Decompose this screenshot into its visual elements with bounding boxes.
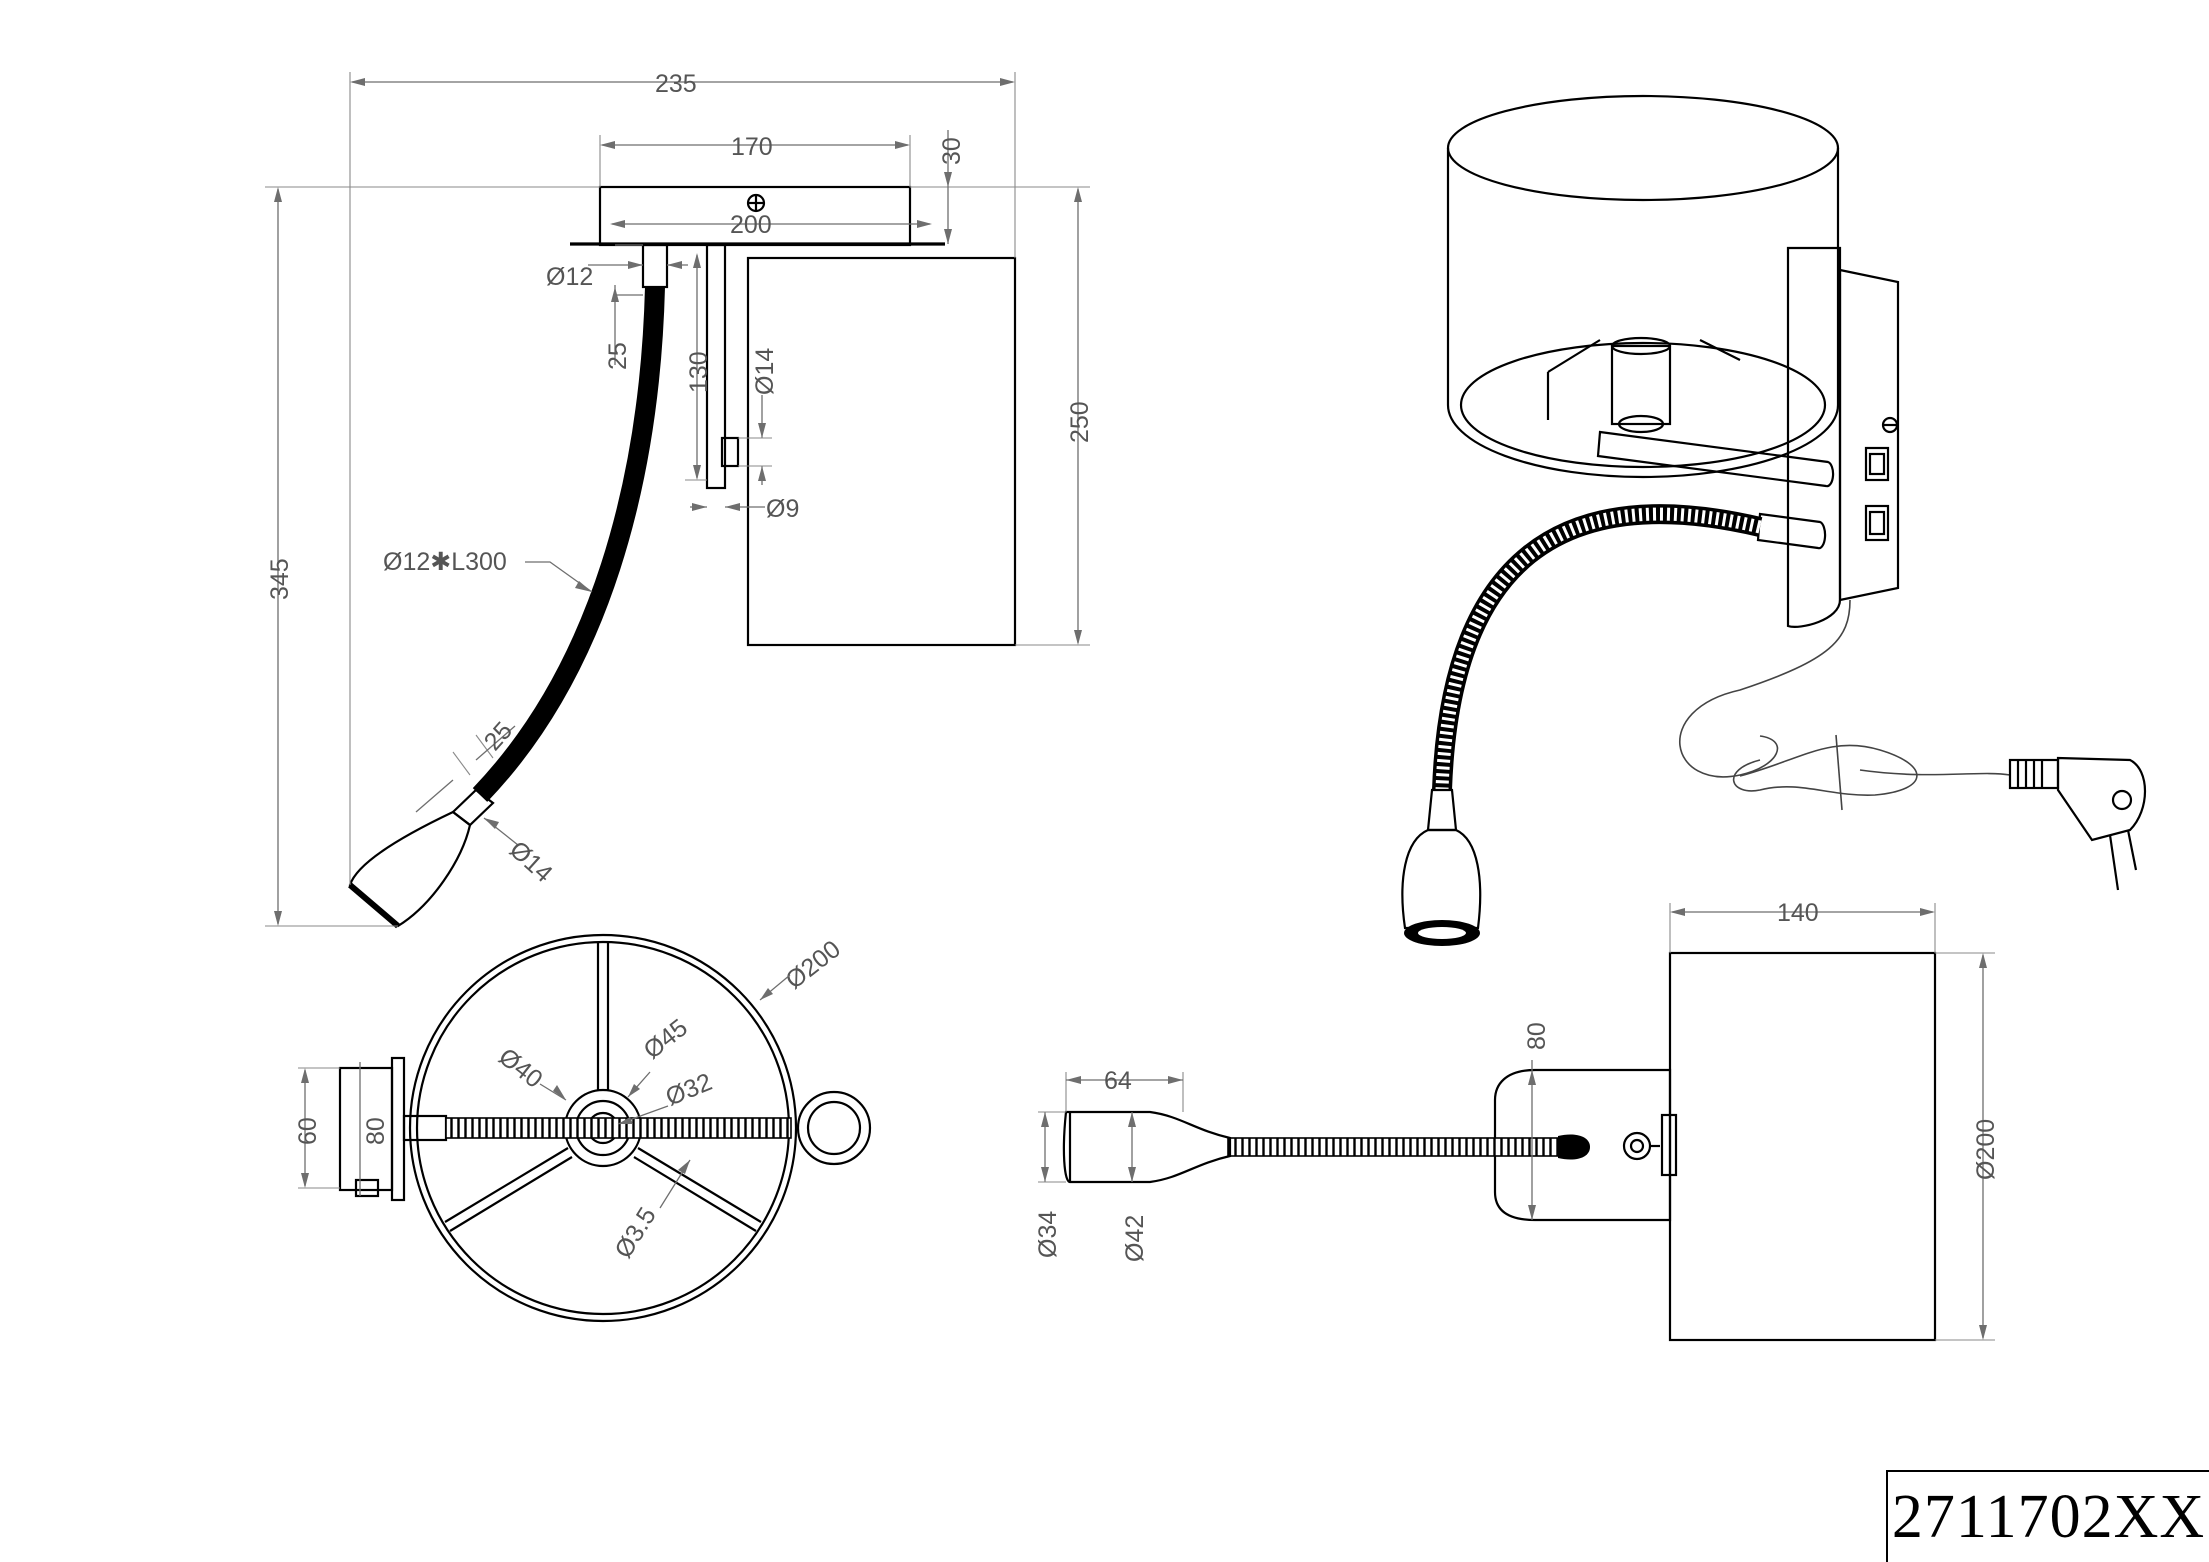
persp-screw-icon xyxy=(1881,416,1899,434)
persp-backplate xyxy=(1786,246,1842,628)
head-lens xyxy=(348,882,400,929)
dim-front-head-inner-diameter: Ø34 xyxy=(1034,1211,1062,1258)
persp-rod xyxy=(1596,430,1835,488)
dim-ring-diameter: Ø45 xyxy=(638,1014,692,1065)
top-switch xyxy=(354,1178,380,1198)
dim-front-plate-height: 80 xyxy=(1523,1022,1551,1050)
persp-cord xyxy=(1679,599,1851,778)
persp-shade-body xyxy=(1446,148,1840,405)
shade-side xyxy=(746,256,1017,647)
top-head-outer xyxy=(796,1090,872,1166)
persp-shade-inner xyxy=(1459,341,1827,469)
persp-gooseneck xyxy=(1432,504,1763,791)
persp-plug xyxy=(2008,756,2147,891)
dim-top-plate-height: 60 xyxy=(294,1117,322,1145)
dim-front-shade-width: 140 xyxy=(1777,899,1819,927)
dim-neck-diameter: Ø12 xyxy=(546,263,593,291)
product-code: 2711702XX xyxy=(1891,1482,2206,1551)
dim-front-head-length: 64 xyxy=(1104,1067,1132,1095)
top-head-inner xyxy=(806,1100,862,1156)
dim-arm-length: 130 xyxy=(685,351,713,393)
front-shade xyxy=(1668,951,1937,1342)
persp-shade-top xyxy=(1446,94,1840,202)
dim-arm-diameter: Ø14 xyxy=(751,348,779,395)
arm-knob xyxy=(720,436,740,468)
top-gooseneck xyxy=(445,1117,792,1139)
top-plate-back xyxy=(390,1056,406,1202)
top-view: Ø200 Ø40 Ø45 Ø32 Ø3.5 60 80 xyxy=(294,933,872,1323)
dim-top-shade-diameter: Ø200 xyxy=(780,935,845,995)
persp-backplate-side xyxy=(1838,268,1900,602)
dim-plate-depth: 30 xyxy=(938,137,966,165)
front-screw-icon xyxy=(1622,1131,1660,1161)
perspective-view xyxy=(1401,94,2147,946)
front-gooseneck xyxy=(1227,1137,1559,1157)
dim-shade-height: 250 xyxy=(1066,401,1094,443)
dim-overall-width: 235 xyxy=(655,70,697,98)
dim-top-plate-width: 80 xyxy=(362,1117,390,1145)
dim-neck-length: 25 xyxy=(604,342,632,370)
spoke-lower-left xyxy=(444,1147,569,1223)
dim-head-diameter: Ø14 xyxy=(504,836,558,888)
front-view: 140 80 64 Ø200 Ø34 Ø42 xyxy=(1034,899,2000,1342)
front-head xyxy=(1062,1110,1232,1184)
dim-spoke-diameter: Ø3.5 xyxy=(609,1202,661,1263)
dim-overall-height: 345 xyxy=(266,558,294,600)
dim-front-shade-diameter: Ø200 xyxy=(1972,1119,2000,1180)
side-view: 235 170 30 200 345 250 Ø12 xyxy=(265,70,1094,929)
reading-head xyxy=(348,810,472,928)
gooseneck xyxy=(472,286,665,802)
dim-rod-diameter: Ø9 xyxy=(766,495,799,523)
dim-flex-spec: Ø12✱L300 xyxy=(383,548,507,576)
dim-front-head-outer-diameter: Ø42 xyxy=(1121,1215,1149,1262)
persp-head-neck xyxy=(1426,788,1458,832)
product-code-box: 2711702XX xyxy=(1886,1470,2209,1562)
front-switch xyxy=(1660,1113,1678,1177)
persp-arm-base xyxy=(1756,512,1827,550)
vertical-arm xyxy=(705,243,727,490)
persp-socket xyxy=(1610,344,1672,426)
shade-outer-circle xyxy=(408,933,798,1323)
dim-shade-width: 200 xyxy=(730,211,772,239)
front-backplate xyxy=(1493,1068,1672,1222)
dim-hub-diameter: Ø40 xyxy=(493,1043,547,1094)
persp-head xyxy=(1401,828,1482,930)
neck-tube xyxy=(641,243,669,289)
persp-switch-top xyxy=(1864,446,1890,482)
screw-icon xyxy=(746,193,766,213)
persp-shade-bottom xyxy=(1446,404,1840,479)
dim-plate-width: 170 xyxy=(731,133,773,161)
dim-socket-diameter: Ø32 xyxy=(662,1068,716,1112)
persp-switch-bottom xyxy=(1864,504,1890,542)
spoke-lower-right xyxy=(633,1156,757,1232)
